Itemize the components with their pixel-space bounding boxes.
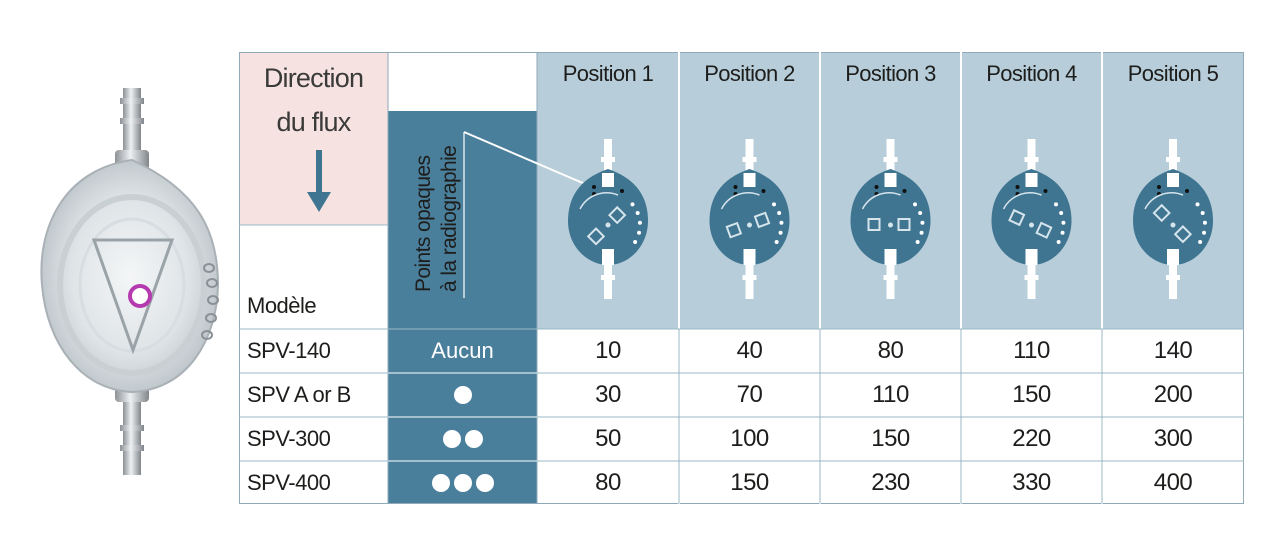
opaque-dot — [464, 430, 483, 448]
flow-value: 110 — [872, 381, 909, 408]
flow-value: 10 — [595, 337, 621, 364]
flow-value: 140 — [1153, 337, 1193, 364]
opaque-points-cell — [388, 461, 537, 505]
opaque-dot — [453, 474, 472, 492]
model-name: SPV A or B — [247, 382, 351, 407]
position-title-5: Position 5 — [1127, 61, 1219, 86]
flow-value: 300 — [1153, 425, 1193, 452]
device-photo — [40, 88, 220, 475]
valve-icon — [991, 139, 1072, 299]
flow-value: 30 — [595, 381, 621, 408]
flow-value: 50 — [595, 425, 621, 452]
opaque-points-cell: Aucun — [431, 338, 494, 363]
table-grid — [239, 52, 1244, 504]
opaque-points-cell — [388, 417, 537, 461]
opaque-points-line2: à la radiographie — [438, 145, 461, 292]
valve-icon — [568, 139, 648, 299]
flow-value: 100 — [730, 425, 769, 452]
flow-direction-line1: Direction — [263, 62, 364, 93]
valve-icon — [709, 139, 790, 299]
flow-direction-line2: du flux — [276, 106, 352, 137]
flow-table: Direction du flux Modèle Points opaques … — [239, 52, 1244, 504]
opaque-points-cell — [388, 373, 537, 417]
flow-value: 150 — [730, 469, 769, 496]
position-title-3: Position 3 — [845, 61, 936, 86]
flow-value: 200 — [1153, 381, 1193, 408]
model-name: SPV-140 — [247, 338, 331, 363]
down-arrow-icon — [307, 150, 331, 212]
flow-value: 400 — [1153, 469, 1193, 496]
position-title-1: Position 1 — [562, 61, 654, 86]
flow-value: 220 — [1012, 425, 1051, 452]
flow-value: 110 — [1013, 337, 1050, 364]
flow-value: 80 — [595, 469, 621, 496]
flow-value: 40 — [736, 337, 763, 364]
valve-icon — [1133, 139, 1213, 299]
flow-value: 230 — [871, 469, 910, 496]
flow-value: 150 — [1012, 381, 1051, 408]
valve-icon — [850, 139, 931, 299]
model-name: SPV-300 — [247, 426, 331, 451]
flow-value: 150 — [871, 425, 910, 452]
position-title-4: Position 4 — [986, 61, 1077, 86]
flow-value: 70 — [736, 381, 763, 408]
model-label: Modèle — [247, 293, 317, 318]
opaque-dot — [453, 386, 472, 404]
opaque-dot — [431, 474, 450, 492]
model-name: SPV-400 — [247, 470, 331, 495]
opaque-dot — [475, 474, 494, 492]
opaque-column-bg — [388, 111, 537, 504]
flow-value: 330 — [1012, 469, 1051, 496]
position-title-2: Position 2 — [704, 61, 795, 86]
flow-value: 80 — [877, 337, 904, 364]
opaque-dot — [442, 430, 461, 448]
